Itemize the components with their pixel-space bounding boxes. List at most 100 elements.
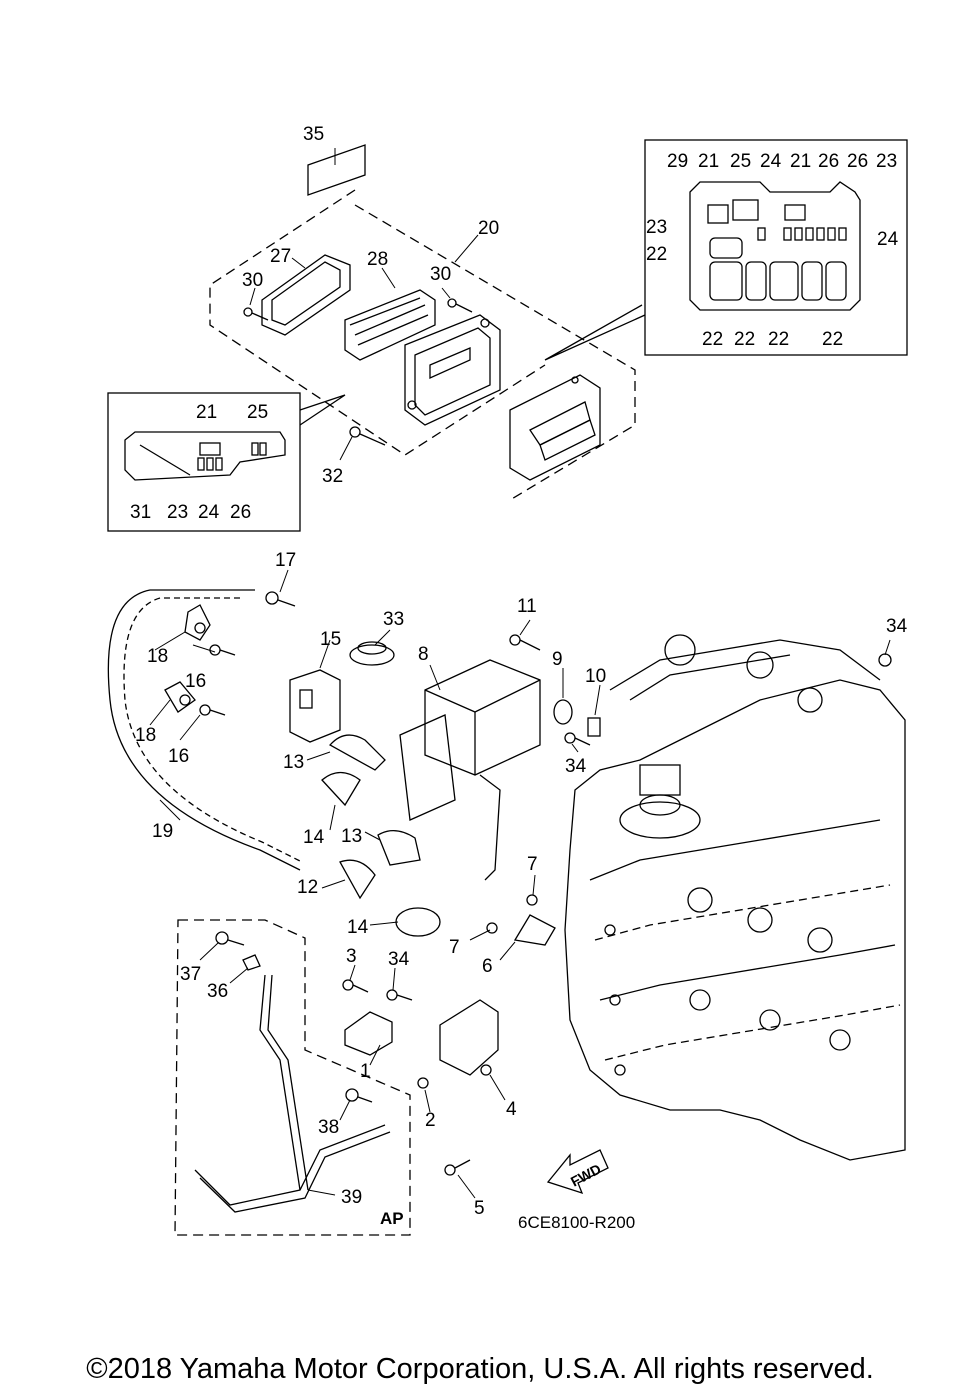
part-label-11: 11 (517, 596, 537, 617)
bolt-16-lower (199, 704, 226, 716)
part-label-17: 17 (275, 550, 296, 571)
collar-10 (587, 717, 601, 737)
fwd-arrow (546, 1149, 609, 1195)
clamp-13-lower (377, 830, 421, 866)
inset-right-label-26a: 26 (818, 151, 839, 172)
bolt-7-upper (526, 894, 538, 906)
inset-right-label-22c: 22 (768, 329, 789, 350)
inset-right-label-21a: 21 (698, 151, 719, 172)
part-label-27: 27 (270, 246, 291, 267)
bolt-11 (509, 634, 541, 651)
bolt-38 (345, 1088, 373, 1103)
ecu-cover (404, 314, 501, 426)
inset-left-label-23: 23 (167, 502, 188, 523)
inset-right-label-22d: 22 (822, 329, 843, 350)
part-label-4: 4 (506, 1099, 517, 1120)
inset-right-label-22a: 22 (702, 329, 723, 350)
spring-9 (553, 699, 573, 725)
bolt-7-lower (486, 922, 498, 934)
part-label-3: 3 (346, 946, 357, 967)
inset-right-label-23: 23 (876, 151, 897, 172)
module-28 (344, 289, 436, 361)
part-label-18-lower: 18 (135, 725, 156, 746)
part-label-7-lower: 7 (449, 937, 460, 958)
inset-right-label-23-left: 23 (646, 217, 667, 238)
clamp-13-upper (328, 734, 386, 771)
part-label-39: 39 (341, 1187, 362, 1208)
fwd-label: FWD (568, 1161, 604, 1190)
part-label-15: 15 (320, 629, 341, 650)
part-label-9: 9 (552, 649, 563, 670)
part-label-18-upper: 18 (147, 646, 168, 667)
part-label-8: 8 (418, 644, 429, 665)
part-label-16-upper: 16 (185, 671, 206, 692)
ecu-unit (509, 374, 601, 481)
bolt-3 (342, 979, 369, 993)
inset-left-label-21: 21 (196, 402, 217, 423)
screw-32 (349, 426, 386, 446)
ecu-group-outline (209, 189, 546, 456)
battery-cable-39 (194, 974, 391, 1213)
bolt-37 (215, 931, 245, 946)
part-label-20: 20 (478, 218, 499, 239)
inset-right-label-29: 29 (667, 151, 688, 172)
inset-right-label-25: 25 (730, 151, 751, 172)
inset-left-label-31: 31 (130, 502, 151, 523)
part-label-30-left: 30 (242, 270, 263, 291)
part-label-6: 6 (482, 956, 493, 977)
part-label-16-lower: 16 (168, 746, 189, 767)
inset-box-right (644, 139, 908, 356)
gasket-27 (261, 254, 351, 336)
grommet-33 (349, 641, 395, 666)
relay-15 (289, 669, 341, 743)
bolt-34-mid (564, 732, 591, 746)
part-label-10: 10 (585, 666, 606, 687)
sensor-18-lower (164, 681, 196, 713)
inset-box-left (107, 392, 301, 532)
inset-right-label-21b: 21 (790, 151, 811, 172)
leader-lines (149, 148, 891, 1199)
inset-left-label-24: 24 (198, 502, 220, 523)
drawing-code: 6CE8100-R200 (518, 1213, 635, 1232)
bolt-34-right (878, 653, 892, 667)
part-label-34-right: 34 (886, 616, 908, 637)
harness-19 (107, 589, 301, 871)
sensor-18-upper (184, 604, 211, 641)
inset-right-label-22b: 22 (734, 329, 755, 350)
part-labels: 35 20 27 28 30 30 32 17 33 11 15 9 8 10 … (130, 124, 908, 1232)
clamp-14-lower (395, 907, 441, 937)
screw-30-right (447, 298, 473, 313)
bolt-34-lower (386, 989, 413, 1001)
exploded-parts-diagram: 35 20 27 28 30 30 32 17 33 11 15 9 8 10 … (107, 124, 908, 1236)
bolt-17 (265, 591, 296, 607)
ap-dashed-box (174, 919, 411, 1236)
part-label-32: 32 (322, 466, 343, 487)
bracket-6 (513, 914, 556, 946)
part-label-35: 35 (303, 124, 324, 145)
inset-left-label-25: 25 (247, 402, 268, 423)
part-label-30-right: 30 (430, 264, 451, 285)
part-label-12: 12 (297, 877, 318, 898)
part-label-37: 37 (180, 964, 201, 985)
inset-left-ecu-face (124, 431, 286, 481)
part-label-14-lower: 14 (347, 917, 369, 938)
bolt-5 (444, 1159, 471, 1176)
screw-30-left (243, 307, 269, 321)
part-label-1: 1 (360, 1061, 371, 1082)
inset-right-ecu-face (689, 181, 861, 311)
engine-block (564, 634, 906, 1161)
part-label-14-upper: 14 (303, 827, 325, 848)
bolt-2 (417, 1077, 429, 1089)
part-label-38: 38 (318, 1117, 339, 1138)
part-label-34-mid: 34 (565, 756, 587, 777)
part-label-36: 36 (207, 981, 228, 1002)
inset-right-label-26b: 26 (847, 151, 868, 172)
relay-1 (344, 1011, 393, 1056)
part-label-19: 19 (152, 821, 173, 842)
bolt-16-upper (209, 644, 236, 656)
washer-36 (242, 954, 261, 971)
inset-right-label-24-right: 24 (877, 229, 899, 250)
ecu-group-outline-right (354, 204, 636, 501)
part-label-13-lower: 13 (341, 826, 362, 847)
part-label-7-upper: 7 (527, 854, 538, 875)
